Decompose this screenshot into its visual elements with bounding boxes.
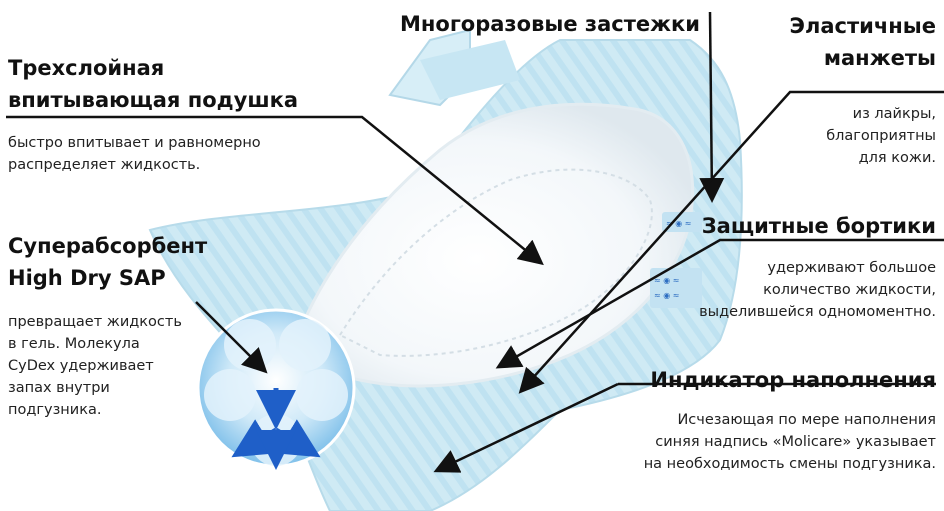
cuffs-desc-line2: благоприятны (826, 126, 936, 147)
indicator-title: Индикатор наполнения (650, 366, 936, 394)
sap-desc-line5: подгузника. (8, 400, 101, 421)
sap-title-line2: High Dry SAP (8, 264, 166, 292)
sides-title: Защитные бортики (702, 212, 936, 240)
pad-title-line2: впитывающая подушка (8, 86, 298, 114)
indicator-desc-line1: Исчезающая по мере наполнения (677, 410, 936, 431)
cuffs-title-line1: Эластичные (790, 12, 936, 40)
pad-desc-line2: распределяет жидкость. (8, 155, 200, 176)
pad-title-line1: Трехслойная (8, 54, 164, 82)
sap-desc-line4: запах внутри (8, 378, 110, 399)
sides-desc-line1: удерживают большое (767, 258, 936, 279)
fasteners-title: Многоразовые застежки (400, 10, 700, 38)
sap-desc-line2: в гель. Молекула (8, 334, 140, 355)
sap-magnifier (198, 310, 354, 466)
svg-text:≈ ◉ ≈: ≈ ◉ ≈ (654, 291, 679, 300)
pad-desc-line1: быстро впитывает и равномерно (8, 133, 261, 154)
svg-text:≈ ◉ ≈: ≈ ◉ ≈ (654, 276, 679, 285)
sap-desc-line1: превращает жидкость (8, 312, 182, 333)
cuffs-desc-line1: из лайкры, (853, 104, 936, 125)
sides-desc-line3: выделившейся одномоментно. (699, 302, 936, 323)
sap-title-line1: Суперабсорбент (8, 232, 207, 260)
cuffs-desc-line3: для кожи. (859, 148, 936, 169)
sides-desc-line2: количество жидкости, (763, 280, 936, 301)
indicator-desc-line3: на необходимость смены подгузника. (644, 454, 936, 475)
cuffs-title-line2: манжеты (824, 44, 936, 72)
sap-desc-line3: CyDex удерживает (8, 356, 154, 377)
indicator-desc-line2: синяя надпись «Molicare» указывает (655, 432, 936, 453)
